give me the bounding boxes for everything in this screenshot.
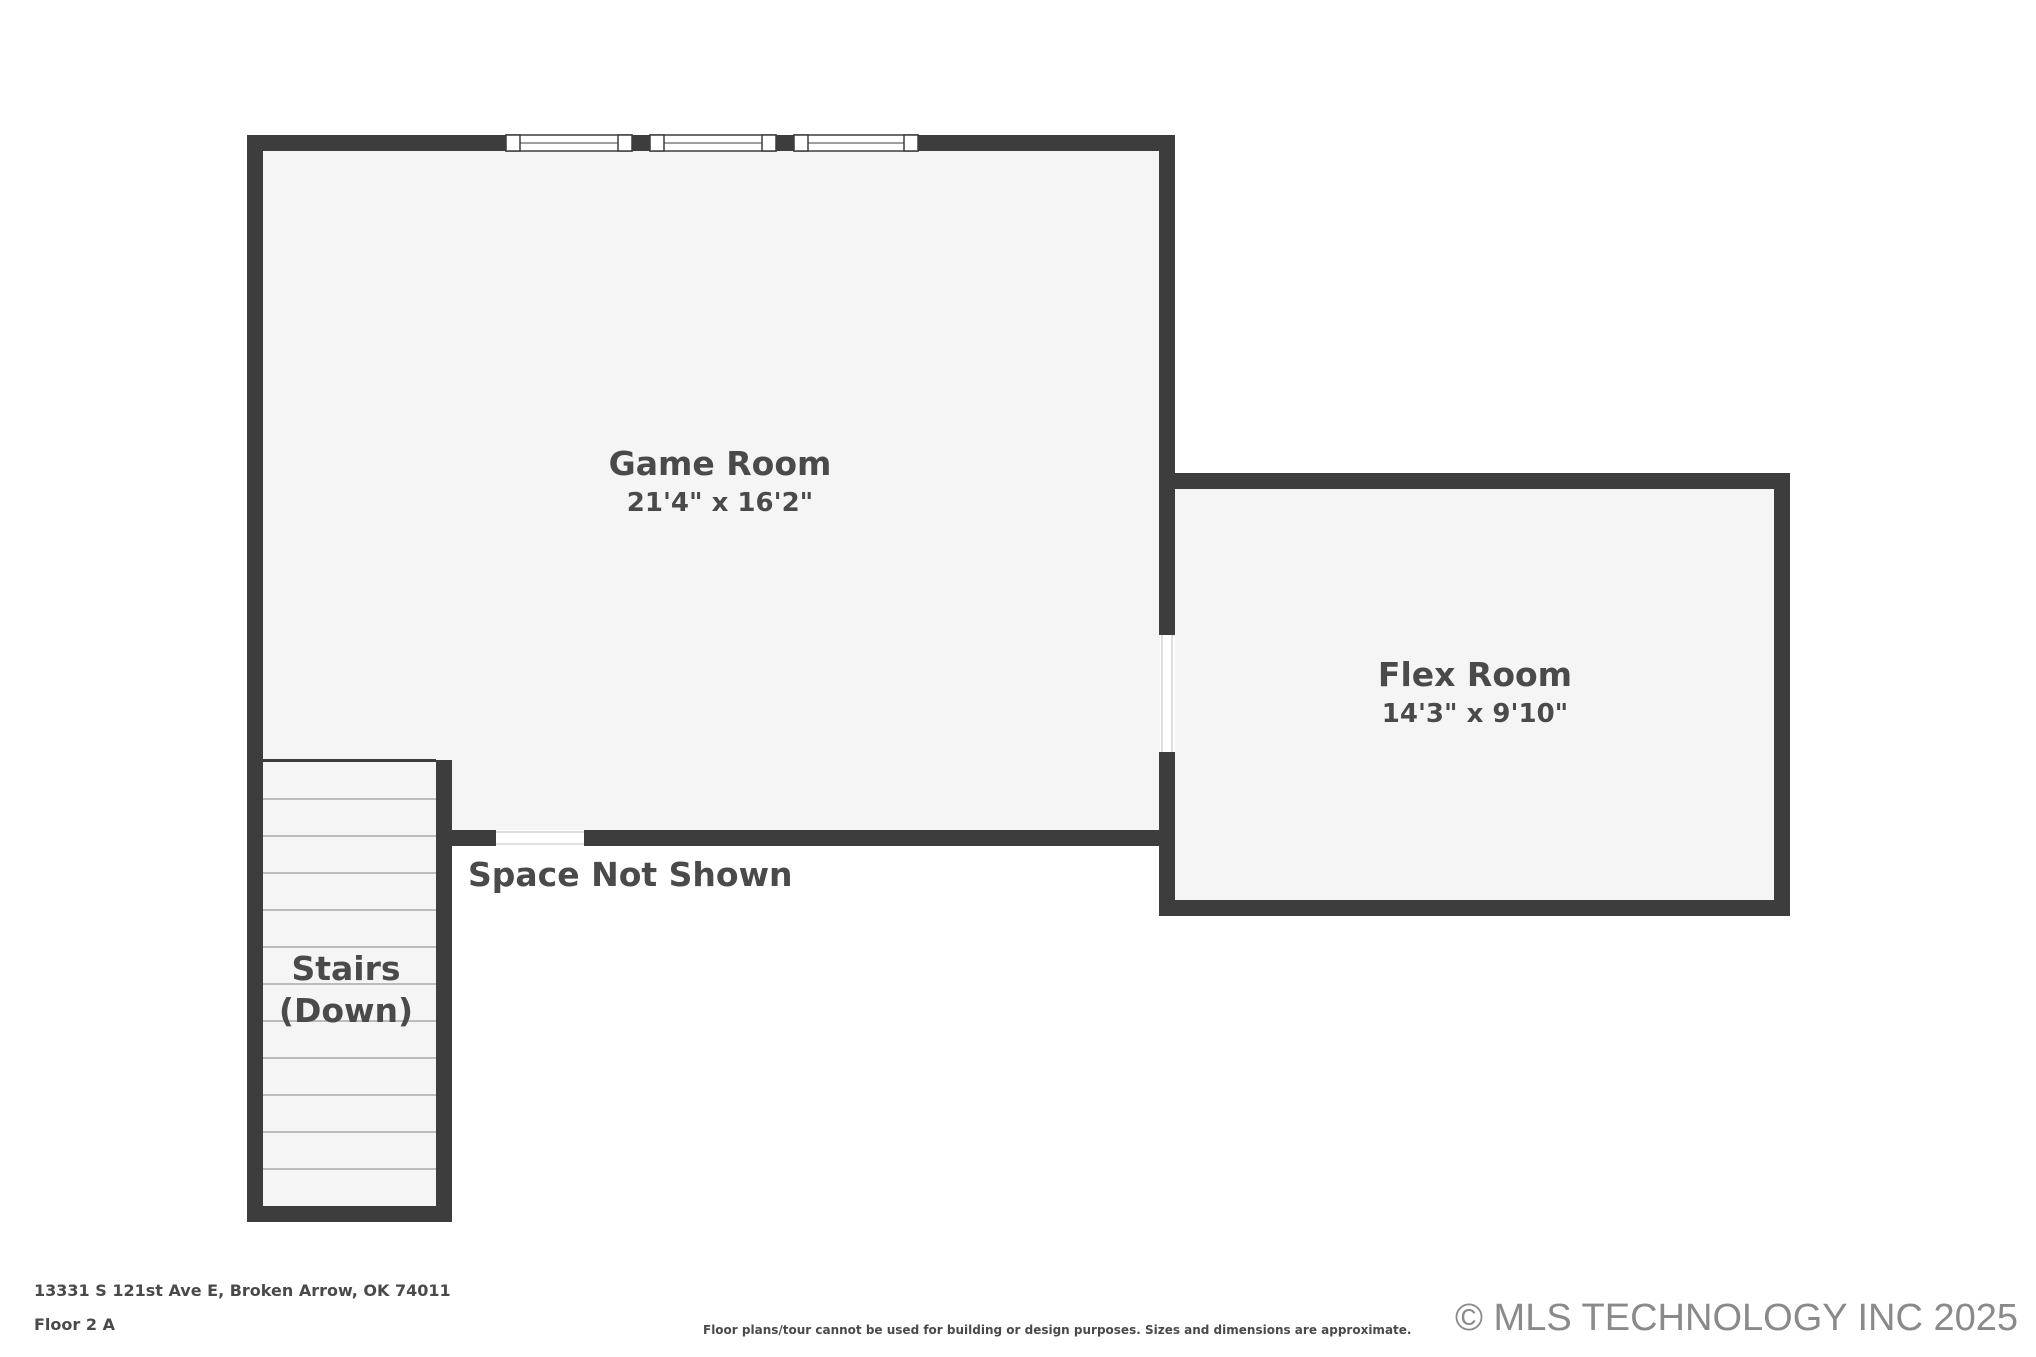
stairs-label-line1: Stairs xyxy=(291,949,400,988)
property-address: 13331 S 121st Ave E, Broken Arrow, OK 74… xyxy=(34,1281,451,1300)
flex-room-name: Flex Room xyxy=(1378,655,1572,694)
flex-room-right-wall xyxy=(1774,473,1790,916)
windows xyxy=(505,134,919,152)
flex-room-left-wall xyxy=(1159,752,1175,916)
stairs-bottom-wall xyxy=(247,1206,452,1222)
stairs-top-edge xyxy=(263,759,436,762)
game-room-right-wall-upper xyxy=(1159,135,1175,635)
game-room-name: Game Room xyxy=(609,444,832,483)
stairs xyxy=(247,759,452,1222)
flex-room-bottom-wall xyxy=(1159,900,1790,916)
game-room xyxy=(247,135,1175,1222)
space-not-shown-label: Space Not Shown xyxy=(468,855,793,894)
game-room-dimensions: 21'4" x 16'2" xyxy=(627,488,813,518)
game-room-floor xyxy=(256,150,1166,833)
copyright-watermark: © MLS TECHNOLOGY INC 2025 xyxy=(1455,1297,2019,1339)
flex-room xyxy=(1159,473,1790,916)
stairs-label-line2: (Down) xyxy=(279,991,413,1030)
disclaimer-text: Floor plans/tour cannot be used for buil… xyxy=(703,1323,1412,1337)
flex-room-dimensions: 14'3" x 9'10" xyxy=(1382,699,1568,729)
flex-room-top-wall xyxy=(1159,473,1790,489)
stairs-right-wall xyxy=(436,760,452,1222)
game-room-bottom-wall xyxy=(436,830,1175,846)
stair-treads xyxy=(263,798,436,1170)
game-room-left-wall xyxy=(247,135,263,1222)
doorway-to-flex xyxy=(1160,635,1174,752)
flex-room-floor xyxy=(1175,488,1775,900)
floor-label: Floor 2 A xyxy=(34,1315,115,1334)
doorway-bottom xyxy=(496,830,584,846)
